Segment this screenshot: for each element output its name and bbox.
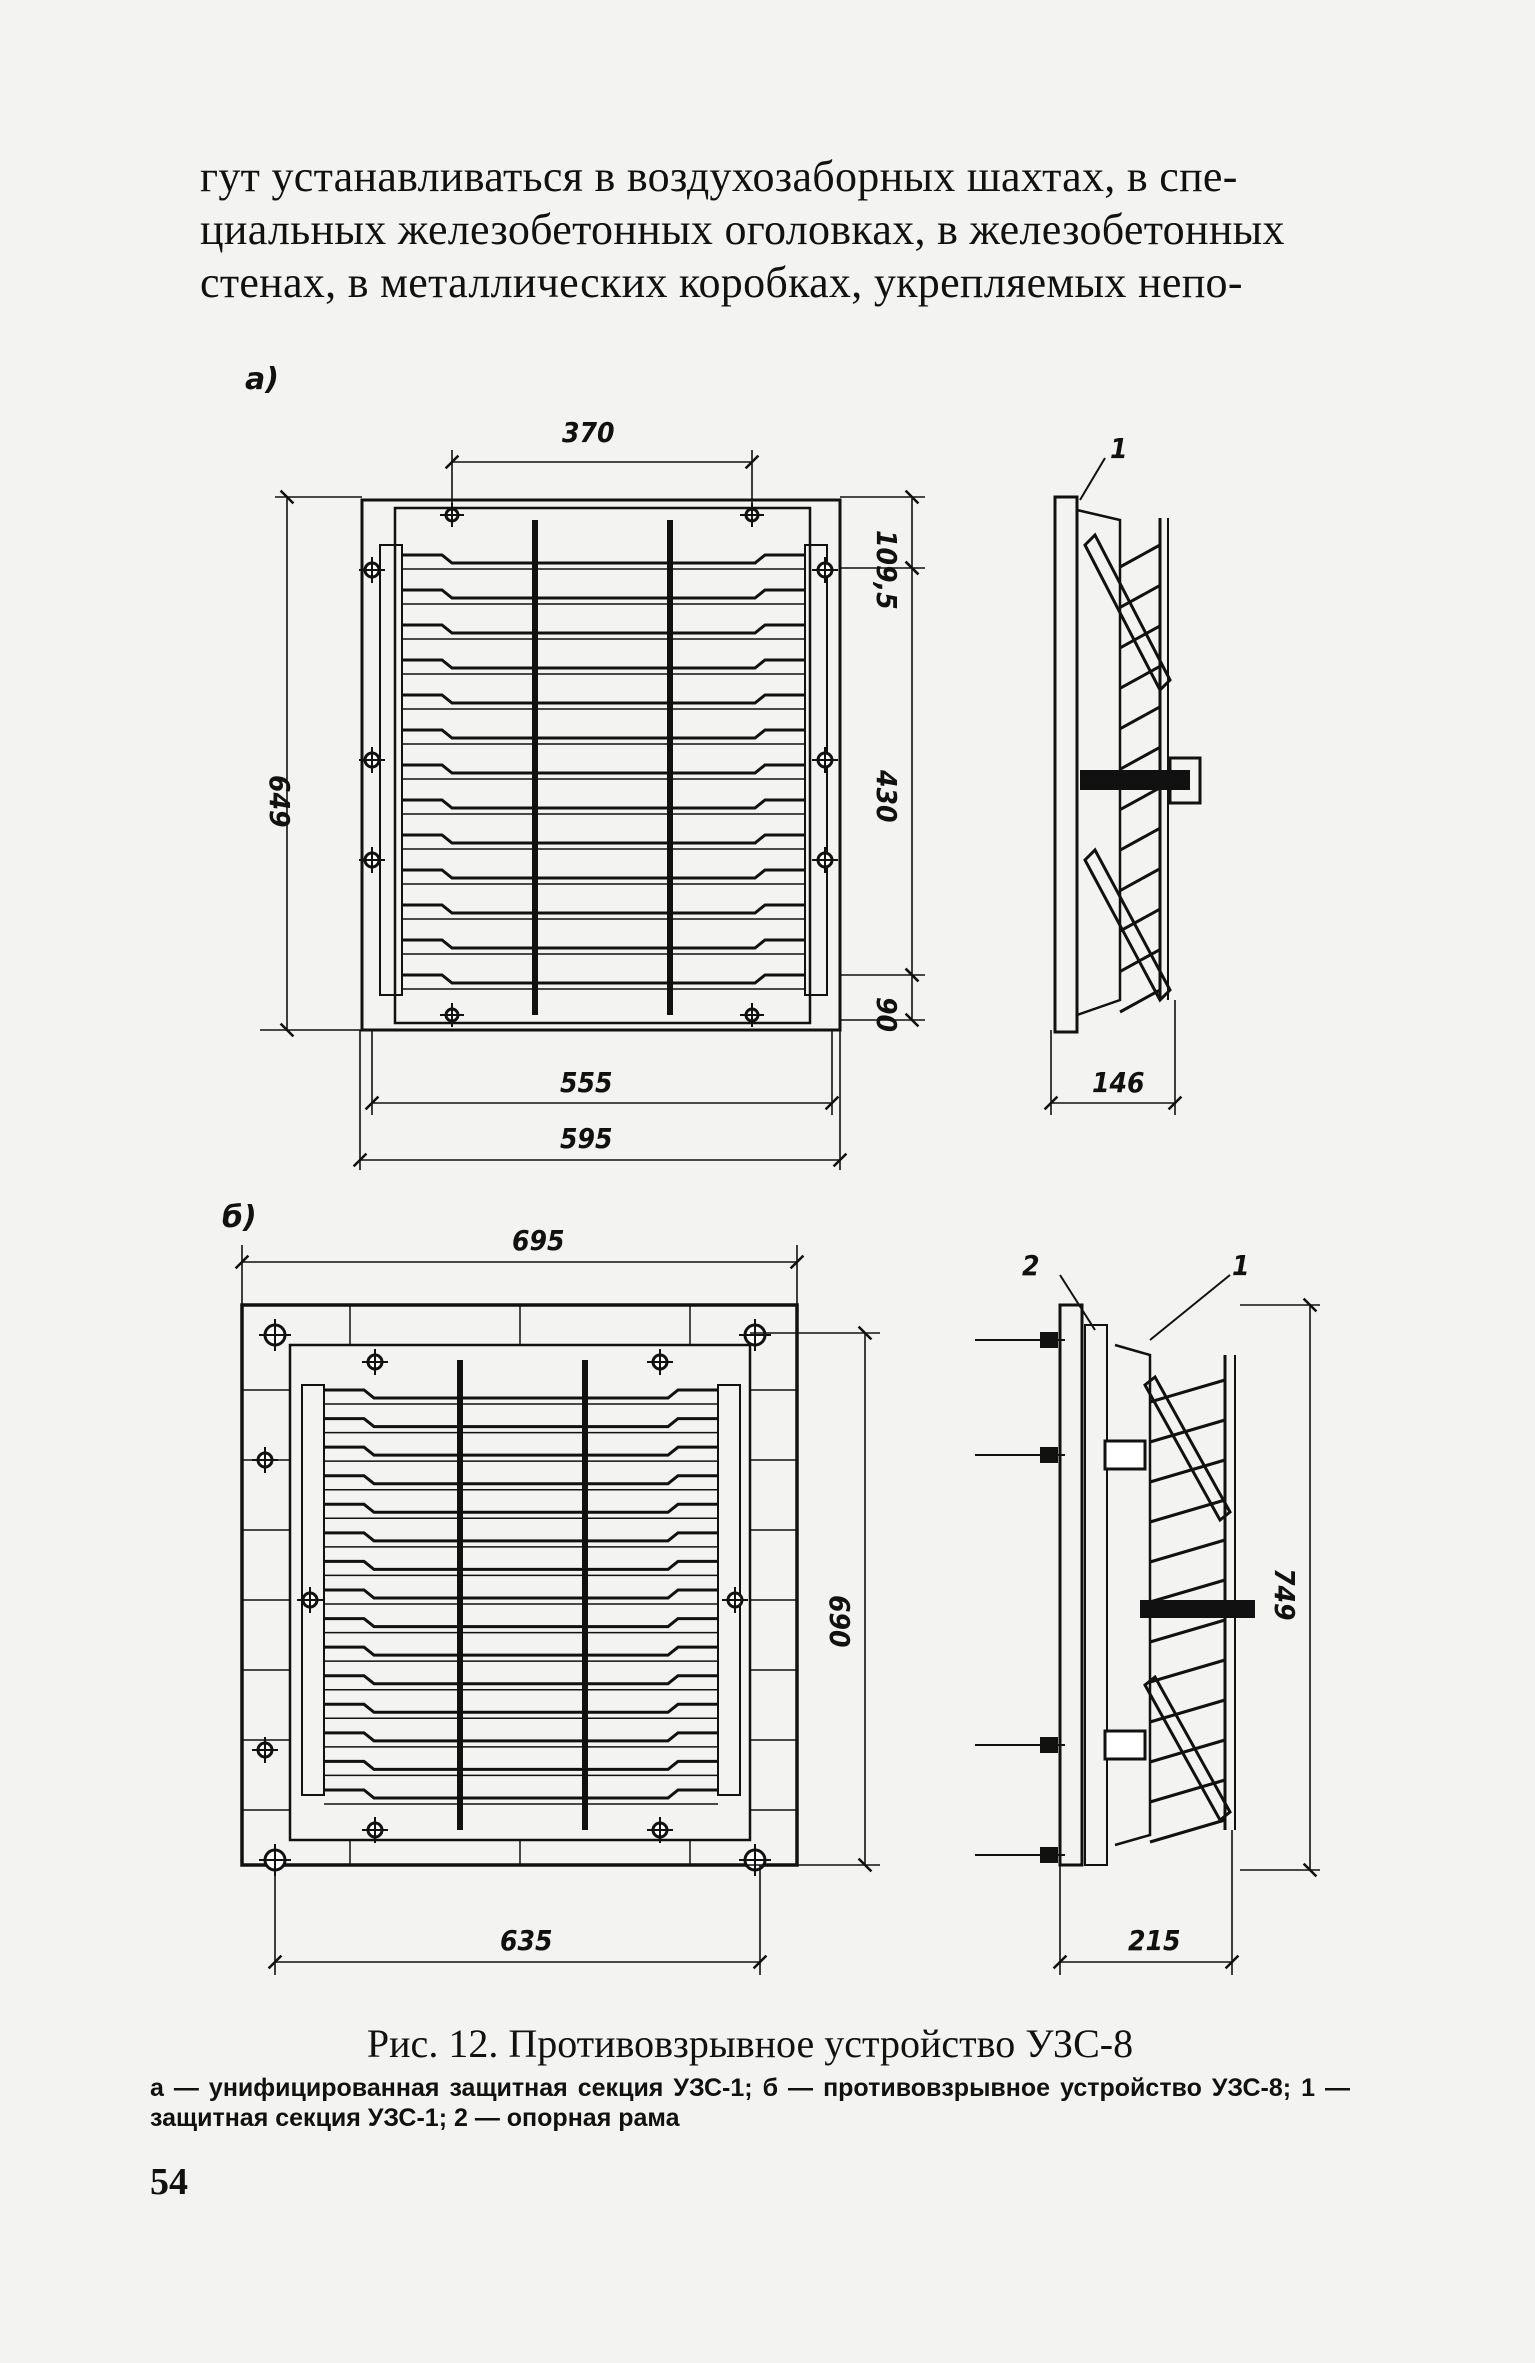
side-slat [1149,1458,1226,1484]
louver-blade [324,1388,718,1400]
louver-blade [324,1788,718,1800]
louver-blade [402,938,805,950]
side-slat [1119,745,1161,771]
dim-a-595: 595 [560,1122,613,1155]
side-slat [1119,988,1161,1014]
louver-blade [402,763,805,775]
side-slat [1149,1738,1226,1764]
callout-a-1: 1 [1110,432,1128,465]
anchor-bolt [1040,1332,1058,1348]
side-slat [1149,1658,1226,1684]
side-slat [1149,1538,1226,1564]
side-slat [1119,665,1161,690]
louver-blade [324,1531,718,1543]
louver-blade [402,973,805,985]
louver-blade [402,658,805,670]
side-slat [1119,584,1161,609]
side-slat [1119,826,1161,852]
side-slat [1149,1378,1226,1404]
dim-b-690: 690 [823,1595,856,1648]
panel-b-front-view [240,1303,799,1876]
louver-blade [324,1702,718,1714]
dim-a-430: 430 [870,769,903,823]
panel-a-dimensions [260,450,925,1170]
anchor-bolt [1040,1737,1058,1753]
louver-blade [324,1502,718,1514]
side-slat [1149,1778,1226,1804]
dim-a-370: 370 [562,416,615,449]
body-line-2: циальных железобетонных оголовках, в жел… [200,205,1285,254]
louver-blade [402,728,805,740]
side-slat [1149,1698,1226,1724]
louver-blade [324,1417,718,1429]
louver-blade [324,1445,718,1457]
side-slat [1119,543,1161,569]
page-number: 54 [150,2161,188,2203]
panel-a-side-view [1043,457,1202,1115]
louver-blade [324,1559,718,1571]
louver-blade [402,868,805,880]
figure-caption-legend: а — унифицированная защитная секция УЗС-… [150,2074,1350,2132]
louver-blade [402,693,805,705]
louver-blade [402,833,805,845]
body-line-3: стенах, в металлических коробках, укрепл… [200,258,1243,307]
louver-blade [324,1617,718,1629]
anchor-bolt [1040,1447,1058,1463]
dim-a-649: 649 [263,775,296,828]
louver-blade [324,1474,718,1486]
louver-blade [324,1674,718,1686]
dim-b-695: 695 [512,1224,565,1257]
dim-b-749: 749 [1268,1568,1301,1621]
dim-b-635: 635 [500,1924,553,1957]
side-slat [1149,1818,1226,1844]
louver-blade [324,1759,718,1771]
callout-b-2: 2 [1022,1249,1040,1282]
louver-blade [402,903,805,915]
side-slat [1119,907,1161,933]
clamp-block [1103,1439,1147,1471]
dim-a-146: 146 [1092,1066,1145,1099]
dim-a-109-5: 109,5 [870,530,903,610]
side-slat [1149,1618,1226,1644]
louver-blade [402,553,805,565]
side-slat [1119,786,1161,812]
body-line-1: гут устанавливаться в воздухозаборных ша… [200,152,1238,201]
dim-a-555: 555 [560,1066,613,1099]
callout-b-1: 1 [1232,1249,1250,1282]
side-slat [1119,705,1161,731]
panel-a-front-view [359,498,842,1032]
side-slat [1149,1578,1226,1604]
louver-blade [324,1645,718,1657]
panel-b-side-view [975,1274,1320,1975]
louver-blade [402,623,805,635]
louver-blade [324,1731,718,1743]
side-slat [1119,624,1161,650]
figure-caption-title: Рис. 12. Противовзрывное устройство УЗС-… [366,2021,1134,2066]
side-slat [1119,867,1161,892]
dim-b-215: 215 [1128,1924,1181,1957]
panel-b-dimensions [234,1245,880,1975]
louver-blade [402,798,805,810]
body-paragraph: гут устанавливаться в воздухозаборных ша… [200,150,1360,309]
louver-blade [402,588,805,600]
panel-a-label: а) [245,362,279,397]
louver-blade [324,1588,718,1600]
anchor-bolt [1040,1847,1058,1863]
side-slat [1149,1418,1226,1444]
dim-a-90: 90 [870,997,903,1032]
panel-b-label: б) [222,1200,257,1235]
clamp-block [1103,1729,1147,1761]
